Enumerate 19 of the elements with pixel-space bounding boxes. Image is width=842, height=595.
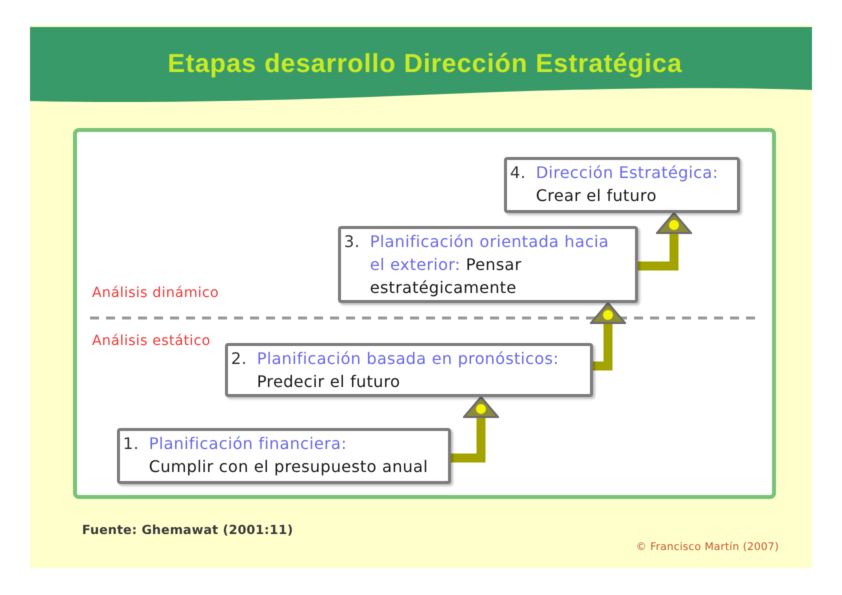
stage-description: Planificación financiera: Cumplir con el presupuesto anual — [148, 433, 428, 478]
step-number: 1. — [123, 433, 139, 455]
stage-description: Dirección Estratégica: Crear el futuro — [536, 162, 718, 207]
stage-box — [225, 343, 593, 397]
step-number: 3. — [344, 231, 360, 253]
stage-box — [504, 157, 740, 213]
stage-description: Planificación orientada hacia el exterior: Pensar estratégicamente — [370, 231, 610, 299]
bent-arrow — [451, 396, 499, 462]
analysis-label: Análisis estático — [92, 333, 210, 349]
analysis-label: Análisis dinámico — [92, 285, 219, 301]
bent-arrow — [590, 302, 626, 370]
stage-box — [117, 428, 451, 484]
stage-description: Planificación basada en pronósticos: Predecir el futuro — [256, 348, 559, 393]
slide-title: Etapas desarrollo Dirección Estratégica — [168, 47, 682, 79]
stage-box — [338, 226, 638, 303]
step-number: 2. — [231, 348, 247, 370]
step-number: 4. — [510, 162, 526, 184]
credit-note: © Francisco Martín (2007) — [636, 541, 779, 554]
source-note: Fuente: Ghemawat (2001:11) — [82, 522, 294, 537]
